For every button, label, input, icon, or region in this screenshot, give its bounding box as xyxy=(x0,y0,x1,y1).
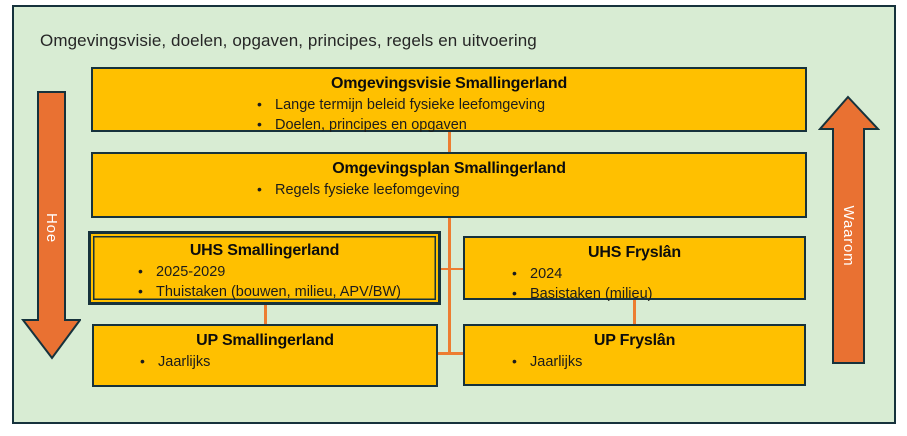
up-arrow-waarom xyxy=(818,95,880,364)
node-title: UHS Smallingerland xyxy=(189,242,340,259)
node-bullet-list: Jaarlijks xyxy=(510,352,804,373)
bullet-item: 2024 xyxy=(510,264,804,285)
connector-uhs-row xyxy=(441,267,463,270)
page-title: Omgevingsvisie, doelen, opgaven, princip… xyxy=(40,31,537,50)
connector-plan-down xyxy=(448,218,451,354)
node-omgevingsplan: Omgevingsplan Smallingerland Regels fysi… xyxy=(91,152,807,218)
node-title: UP Smallingerland xyxy=(196,332,334,349)
node-bullet-list: Lange termijn beleid fysieke leefomgevin… xyxy=(255,95,805,136)
node-bullet-list: 2024 Basistaken (milieu) xyxy=(510,264,804,305)
node-bullet-list: Jaarlijks xyxy=(138,352,436,373)
bullet-item: Basistaken (milieu) xyxy=(510,284,804,305)
node-title: UP Fryslân xyxy=(593,332,676,349)
connector-up-row xyxy=(438,352,463,355)
node-title: Omgevingsvisie Smallingerland xyxy=(330,75,568,92)
node-title: Omgevingsplan Smallingerland xyxy=(332,160,566,177)
node-title: UHS Fryslân xyxy=(588,244,681,261)
bullet-item: Doelen, principes en opgaven xyxy=(255,115,805,136)
down-arrow-hoe xyxy=(21,91,81,360)
bullet-item: Lange termijn beleid fysieke leefomgevin… xyxy=(255,95,805,116)
bullet-item: Thuistaken (bouwen, milieu, APV/BW) xyxy=(136,282,438,303)
node-up-fryslan: UP Fryslân Jaarlijks xyxy=(463,324,806,386)
hoe-arrow-label: Hoe xyxy=(43,213,60,243)
node-uhs-fryslan: UHS Fryslân 2024 Basistaken (milieu) xyxy=(463,236,806,303)
bullet-item: 2025-2029 xyxy=(136,262,438,283)
bullet-item: Regels fysieke leefomgeving xyxy=(255,180,805,201)
connector-visie-plan xyxy=(448,132,451,153)
bullet-item: Jaarlijks xyxy=(510,352,804,373)
bullet-item: Jaarlijks xyxy=(138,352,436,373)
node-bullet-list: 2025-2029 Thuistaken (bouwen, milieu, AP… xyxy=(136,262,438,303)
node-uhs-smallingerland: UHS Smallingerland 2025-2029 Thuistaken … xyxy=(88,231,441,305)
node-bullet-list: Regels fysieke leefomgeving xyxy=(255,180,805,201)
waarom-arrow-label: Waarom xyxy=(840,205,857,267)
node-omgevingsvisie: Omgevingsvisie Smallingerland Lange term… xyxy=(91,67,807,136)
connector-uhss-ups xyxy=(264,305,267,324)
connector-uhsf-upf xyxy=(633,300,636,324)
node-up-smallingerland: UP Smallingerland Jaarlijks xyxy=(92,324,438,387)
